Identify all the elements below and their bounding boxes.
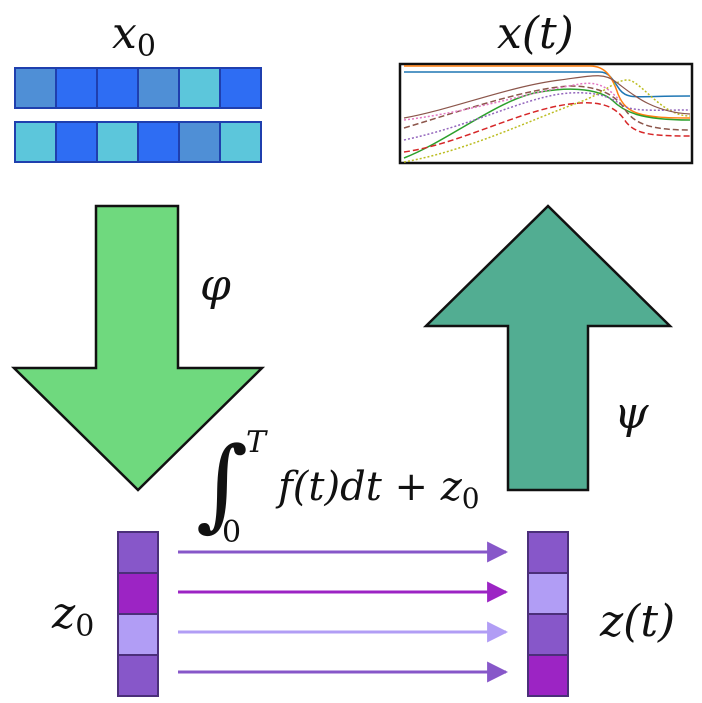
latent-flow-arrows bbox=[178, 541, 509, 683]
input-cell bbox=[14, 121, 57, 163]
trajectory-line bbox=[403, 82, 621, 121]
trajectory-line bbox=[403, 102, 691, 153]
latent-cell bbox=[527, 654, 569, 697]
input-cell bbox=[219, 67, 262, 109]
encoder-arrow bbox=[10, 204, 266, 492]
input-grid bbox=[14, 67, 262, 163]
latent-cell bbox=[527, 613, 569, 656]
z0-label: z0 bbox=[51, 588, 94, 644]
input-cell bbox=[137, 121, 180, 163]
integral-expression: ∫ T 0 f(t)dt + z0 bbox=[196, 425, 480, 550]
xt-label: x(t) bbox=[497, 8, 574, 59]
trajectory-line bbox=[404, 65, 691, 119]
decoder-arrow bbox=[422, 204, 674, 492]
zt-label: z(t) bbox=[599, 596, 675, 647]
input-cell bbox=[137, 67, 180, 109]
trajectory-line bbox=[403, 88, 691, 159]
psi-label: ψ bbox=[614, 388, 649, 439]
input-cell bbox=[178, 121, 221, 163]
input-cell bbox=[219, 121, 262, 163]
trajectory-plot bbox=[398, 62, 694, 165]
trajectory-line bbox=[403, 92, 691, 141]
input-cell bbox=[55, 67, 98, 109]
integral-symbol: ∫ bbox=[196, 425, 248, 542]
trajectory-line bbox=[403, 79, 691, 163]
latent-cell bbox=[117, 531, 159, 574]
latent-cell bbox=[117, 572, 159, 615]
input-cell bbox=[14, 67, 57, 109]
input-cell bbox=[178, 67, 221, 109]
input-cell bbox=[96, 67, 139, 109]
x0-label: x0 bbox=[112, 8, 156, 64]
latent-cell bbox=[117, 654, 159, 697]
input-cell bbox=[55, 121, 98, 163]
integral-upper-limit: T bbox=[246, 425, 268, 460]
trajectory-line bbox=[403, 75, 691, 119]
latent-vector-z0 bbox=[117, 531, 159, 697]
trajectory-line bbox=[403, 85, 691, 131]
trajectory-line bbox=[404, 71, 691, 98]
latent-cell bbox=[117, 613, 159, 656]
latent-cell bbox=[527, 572, 569, 615]
input-cell bbox=[96, 121, 139, 163]
phi-label: φ bbox=[200, 260, 231, 311]
integrand: f(t)dt + z0 bbox=[275, 464, 480, 515]
integral-lower-limit: 0 bbox=[222, 515, 241, 550]
latent-cell bbox=[527, 531, 569, 574]
latent-vector-zt bbox=[527, 531, 569, 697]
